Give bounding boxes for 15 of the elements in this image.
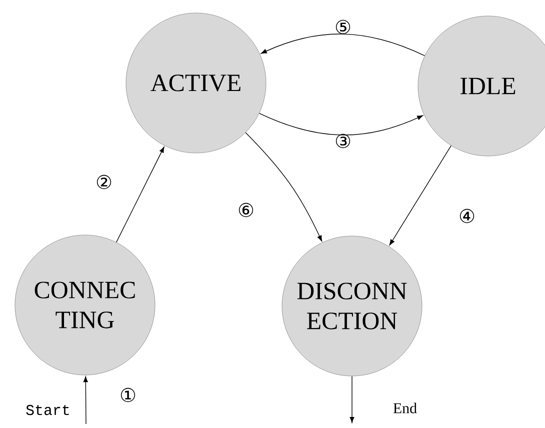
terminal-label: Start [26, 404, 69, 416]
terminal-label: End [393, 402, 417, 414]
arrow [83, 376, 88, 424]
edge-label: ⑤ [336, 20, 350, 34]
edge-label: ① [120, 388, 136, 402]
edge-label: ④ [460, 208, 474, 224]
edge-label: ③ [336, 134, 350, 148]
edge-label: ② [96, 174, 112, 190]
arrow [116, 146, 164, 243]
arrow [350, 376, 354, 423]
edge-label: ⑥ [238, 202, 254, 218]
arrow [258, 112, 424, 136]
arrow [245, 132, 322, 242]
arrow [260, 34, 426, 56]
arrow [389, 145, 452, 246]
